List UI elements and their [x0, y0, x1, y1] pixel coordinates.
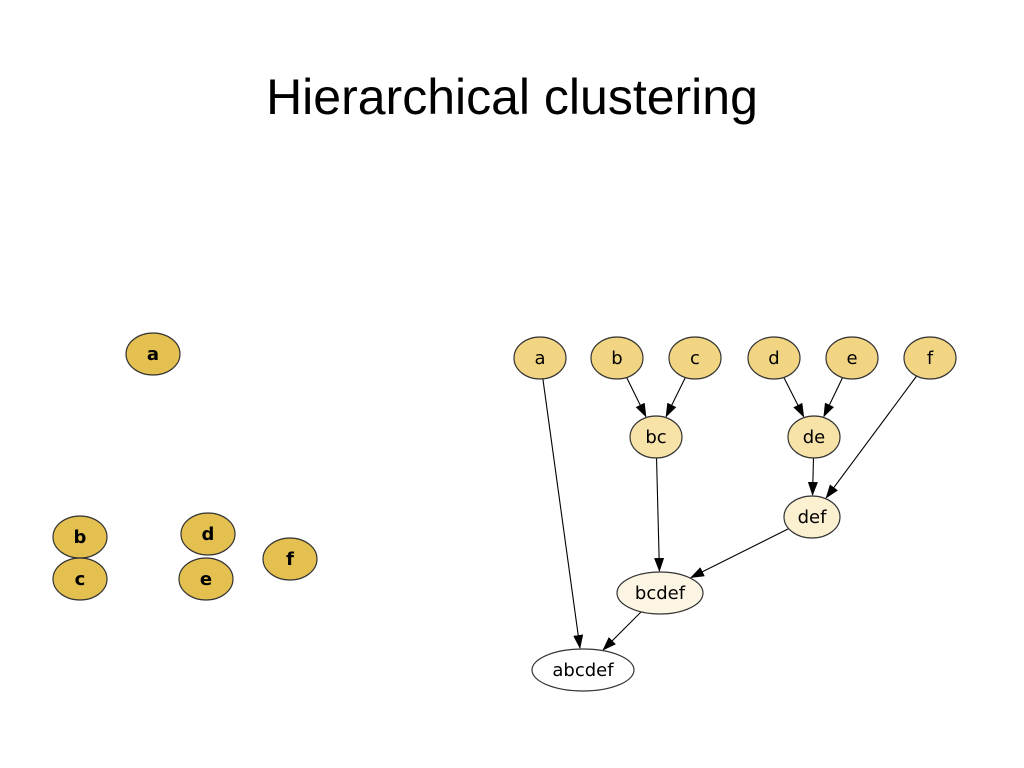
scatter-plot: a bc d e f — [52, 332, 318, 601]
tree-node-label: b — [611, 348, 622, 369]
edge-d-to-de — [783, 377, 805, 418]
tree-node-bcdef: bcdef — [616, 571, 704, 615]
tree-node-shape — [629, 415, 683, 459]
scatter-point-label: a — [147, 344, 159, 365]
edge-c-to-bc — [665, 377, 686, 418]
tree-node-label: def — [798, 507, 828, 528]
tree-node-shape — [668, 336, 722, 380]
scatter-point-c: c — [52, 557, 108, 601]
tree-node-label: e — [846, 348, 857, 369]
tree-node-def: def — [783, 495, 841, 539]
scatter-point-shape — [178, 557, 234, 601]
scatter-point-shape — [52, 557, 108, 601]
tree-node-label: bc — [645, 427, 666, 448]
tree-node-shape — [783, 495, 841, 539]
scatter-point-label: f — [286, 549, 294, 570]
edge-bc-to-bcdef — [654, 457, 665, 573]
edge-a-to-abcdef — [542, 378, 584, 650]
scatter-point-a: a — [125, 332, 181, 376]
tree-node-shape — [747, 336, 801, 380]
tree-node-label: c — [690, 348, 700, 369]
edge-b-to-bc — [626, 377, 647, 418]
tree-node-label: a — [534, 348, 545, 369]
tree-node-shape — [513, 336, 567, 380]
scatter-point-shape — [125, 332, 181, 376]
tree-node-de: de — [787, 415, 841, 459]
tree-node-label: abcdef — [552, 660, 614, 681]
tree-node-label: de — [803, 427, 826, 448]
tree-node-abcdef: abcdef — [531, 648, 635, 692]
dendrogram-edges — [542, 375, 918, 651]
scatter-point-f: f — [262, 537, 318, 581]
tree-node-shape — [531, 648, 635, 692]
edge-e-to-de — [823, 377, 844, 418]
scatter-point-e: e — [178, 557, 234, 601]
tree-node-c: c — [668, 336, 722, 380]
tree-node-label: d — [768, 348, 779, 369]
tree-node-label: bcdef — [635, 583, 686, 604]
tree-node-shape — [903, 336, 957, 380]
tree-node-shape — [590, 336, 644, 380]
scatter-point-shape — [180, 512, 236, 556]
tree-node-shape — [825, 336, 879, 380]
slide-title: Hierarchical clustering — [266, 69, 758, 125]
scatter-point-label: b — [74, 527, 87, 548]
tree-node-shape — [616, 571, 704, 615]
edge-de-to-def — [807, 457, 818, 497]
scatter-point-label: d — [202, 524, 215, 545]
tree-node-d: d — [747, 336, 801, 380]
scatter-point-label: c — [75, 569, 86, 590]
scatter-point-d: d — [180, 512, 236, 556]
edge-bcdef-to-abcdef — [602, 611, 642, 651]
scatter-point-b: b — [52, 515, 108, 559]
tree-node-shape — [787, 415, 841, 459]
edge-def-to-bcdef — [690, 528, 789, 579]
tree-node-bc: bc — [629, 415, 683, 459]
scatter-point-label: e — [200, 569, 212, 590]
edge-f-to-def — [825, 375, 918, 499]
tree-node-a: a — [513, 336, 567, 380]
scatter-point-shape — [262, 537, 318, 581]
tree-node-label: f — [927, 348, 934, 369]
tree-node-b: b — [590, 336, 644, 380]
tree-node-f: f — [903, 336, 957, 380]
tree-node-e: e — [825, 336, 879, 380]
